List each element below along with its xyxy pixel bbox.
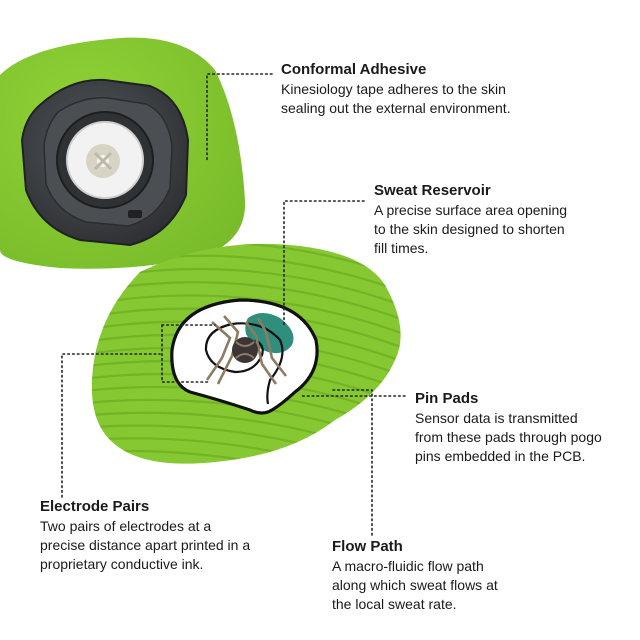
callout-sweat-reservoir: Sweat Reservoir A precise surface area o…	[374, 181, 614, 258]
callout-body: A macro-fluidic flow path along which sw…	[332, 558, 498, 612]
callout-title: Sweat Reservoir	[374, 182, 491, 199]
leader-electrode-pairs	[61, 353, 161, 498]
top-housing-tab	[128, 210, 142, 218]
callout-body: A precise surface area opening to the sk…	[374, 202, 568, 256]
leader-sweat-reservoir	[283, 200, 365, 326]
electrode-pad	[232, 337, 258, 363]
callout-conformal-adhesive: Conformal Adhesive Kinesiology tape adhe…	[281, 60, 601, 118]
bottom-patch	[91, 243, 401, 464]
callout-flow-path: Flow Path A macro-fluidic flow path alon…	[332, 537, 562, 614]
callout-electrode-pairs: Electrode Pairs Two pairs of electrodes …	[40, 497, 300, 574]
callout-body: Sensor data is transmitted from these pa…	[415, 410, 602, 464]
leader-electrode-box	[161, 324, 211, 383]
callout-title: Pin Pads	[415, 390, 479, 407]
callout-body: Two pairs of electrodes at a precise dis…	[40, 518, 251, 572]
top-center-slot	[93, 151, 113, 171]
callout-body: Kinesiology tape adheres to the skin sea…	[281, 81, 511, 116]
leader-lines	[61, 73, 406, 536]
callout-title: Flow Path	[332, 538, 403, 555]
leader-flow-path	[329, 389, 373, 536]
electrode-pad-pattern	[235, 341, 255, 359]
callout-title: Conformal Adhesive	[281, 61, 427, 78]
callout-title: Electrode Pairs	[40, 498, 150, 515]
top-patch	[0, 37, 246, 269]
callout-pin-pads: Pin Pads Sensor data is transmitted from…	[415, 389, 635, 466]
leader-conformal-adhesive	[206, 73, 273, 161]
